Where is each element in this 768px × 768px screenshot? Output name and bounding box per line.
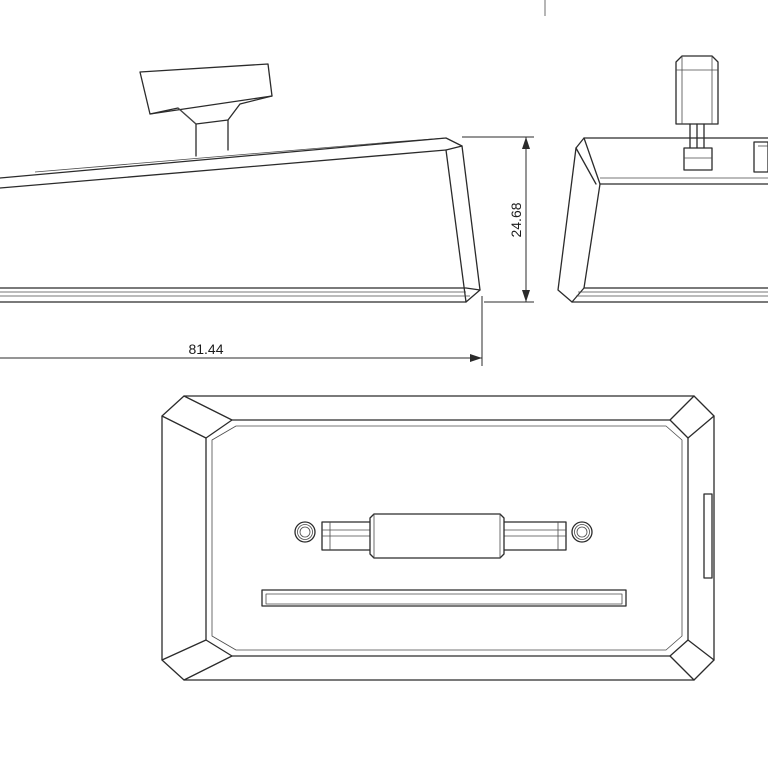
- side-view: [0, 63, 481, 303]
- top-side-connector: [703, 493, 713, 579]
- side-body-top: [0, 137, 463, 179]
- end-view: [557, 55, 768, 303]
- top-screw-right: [571, 521, 593, 543]
- length-dimension: 81.44: [0, 296, 483, 366]
- height-dimension: 24.68: [462, 136, 534, 303]
- side-handle: [139, 63, 273, 157]
- side-body-top-inner: [0, 149, 447, 189]
- side-body-bottom: [0, 287, 481, 291]
- top-screw-left: [294, 521, 316, 543]
- top-handle: [321, 513, 567, 559]
- top-view: [161, 395, 715, 681]
- end-knob: [675, 55, 719, 171]
- end-connector: [753, 141, 768, 173]
- length-dimension-label: 81.44: [188, 341, 223, 357]
- height-dimension-label: 24.68: [508, 202, 524, 237]
- end-body: [557, 137, 768, 303]
- top-slot: [261, 589, 627, 607]
- side-body-front: [445, 145, 481, 303]
